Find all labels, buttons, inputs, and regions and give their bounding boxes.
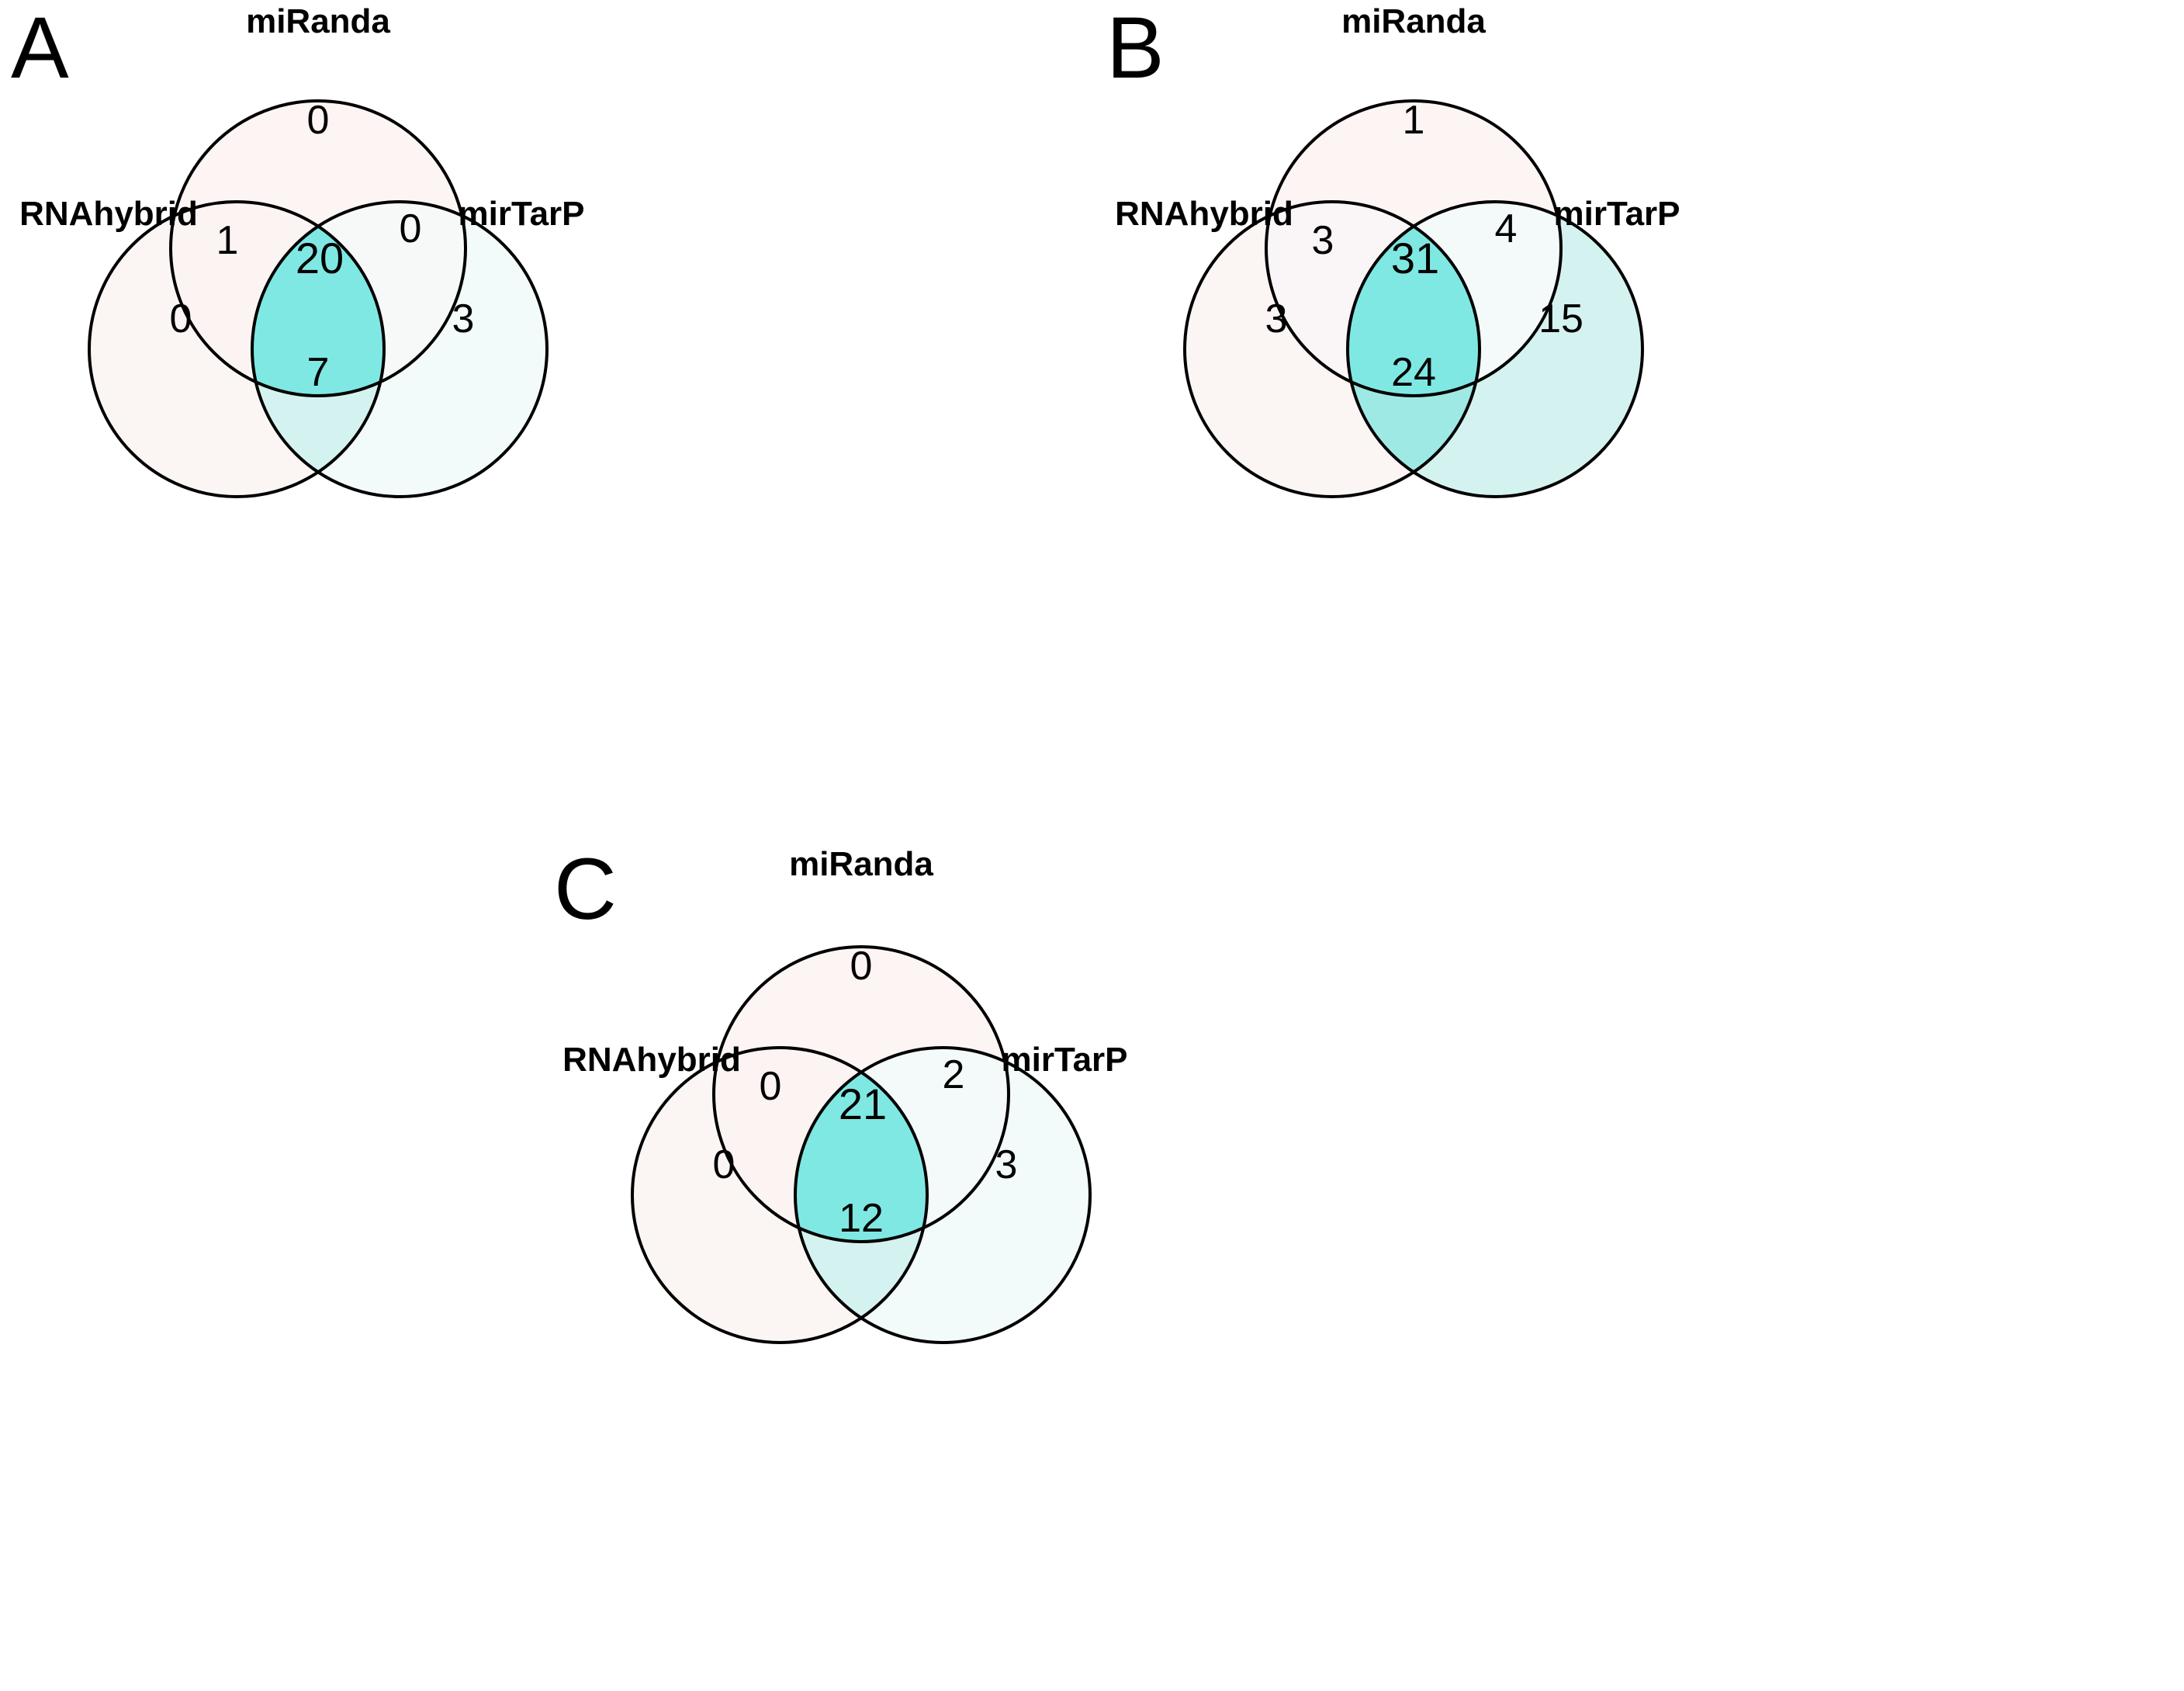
venn-diagram-b: miRanda RNAhybrid mirTarP 1 3 4 31 3 15 …: [1115, 2, 1680, 498]
venn-region-triple-a: [252, 202, 384, 396]
venn-region-triple-c: [795, 1048, 927, 1242]
venn-count-miranda-only-b: 1: [1403, 98, 1425, 143]
venn-outline-rnahybrid-b: [1183, 200, 1481, 498]
venn-count-rnahybrid-only-a: 0: [170, 296, 192, 341]
venn-count-rnahybrid-only-c: 0: [713, 1142, 735, 1187]
set-label-mirtarp-b: mirTarP: [1553, 195, 1680, 233]
venn-count-miranda-rnahybrid-b: 3: [1312, 218, 1334, 263]
venn-count-rnahybrid-mirtarp-c: 12: [839, 1196, 884, 1241]
set-label-miranda-c: miRanda: [789, 845, 933, 883]
panel-b: B miRanda RNAhybrid mirTarP 1 3 4 31 3 1…: [1095, 0, 2182, 846]
venn-diagram-a: miRanda RNAhybrid mirTarP 0 1 0 20 0 3 7: [19, 2, 585, 498]
panel-c-letter: C: [554, 840, 617, 937]
set-label-miranda-a: miRanda: [246, 2, 390, 40]
venn-count-triple-c: 21: [839, 1079, 887, 1128]
panel-b-letter: B: [1106, 0, 1165, 96]
venn-count-mirtarp-only-c: 3: [995, 1142, 1018, 1187]
venn-count-triple-b: 31: [1391, 234, 1439, 282]
venn-count-miranda-rnahybrid-a: 1: [216, 218, 239, 263]
venn-count-miranda-mirtarp-c: 2: [943, 1052, 965, 1097]
panel-a-letter: A: [11, 0, 69, 96]
venn-outline-mirtarp-b: [1346, 200, 1644, 498]
venn-count-miranda-rnahybrid-c: 0: [760, 1064, 782, 1109]
venn-outline-rnahybrid-a: [88, 200, 386, 498]
venn-outline-rnahybrid-c: [631, 1046, 929, 1344]
venn-count-miranda-mirtarp-a: 0: [400, 206, 422, 251]
venn-count-miranda-only-a: 0: [307, 98, 330, 143]
venn-outline-miranda-b: [1265, 99, 1563, 397]
venn-count-rnahybrid-mirtarp-a: 7: [307, 350, 330, 395]
panel-a: A miRanda RNAhybrid mirTarP 0 1 0 20 0 3: [0, 0, 1086, 846]
venn-count-miranda-mirtarp-b: 4: [1495, 206, 1518, 251]
venn-outline-mirtarp-a: [251, 200, 549, 498]
panel-c: C miRanda RNAhybrid mirTarP 0 0 2 21 0 3…: [543, 838, 1629, 1691]
venn-outline-mirtarp-c: [794, 1046, 1092, 1344]
set-label-rnahybrid-a: RNAhybrid: [19, 195, 198, 233]
set-label-rnahybrid-b: RNAhybrid: [1115, 195, 1293, 233]
venn-region-triple-b: [1348, 202, 1480, 396]
venn-count-mirtarp-only-a: 3: [452, 296, 475, 341]
set-label-mirtarp-c: mirTarP: [1001, 1041, 1127, 1079]
set-label-miranda-b: miRanda: [1341, 2, 1486, 40]
venn-count-mirtarp-only-b: 15: [1538, 296, 1583, 341]
venn-outline-miranda-a: [169, 99, 467, 397]
venn-diagram-c: miRanda RNAhybrid mirTarP 0 0 2 21 0 3 1…: [562, 845, 1128, 1344]
venn-count-miranda-only-c: 0: [850, 944, 873, 989]
set-label-mirtarp-a: mirTarP: [458, 195, 584, 233]
set-label-rnahybrid-c: RNAhybrid: [562, 1041, 741, 1079]
venn-count-rnahybrid-only-b: 3: [1265, 296, 1288, 341]
venn-outline-miranda-c: [712, 945, 1010, 1243]
venn-count-triple-a: 20: [296, 234, 344, 282]
venn-count-rnahybrid-mirtarp-b: 24: [1391, 350, 1436, 395]
